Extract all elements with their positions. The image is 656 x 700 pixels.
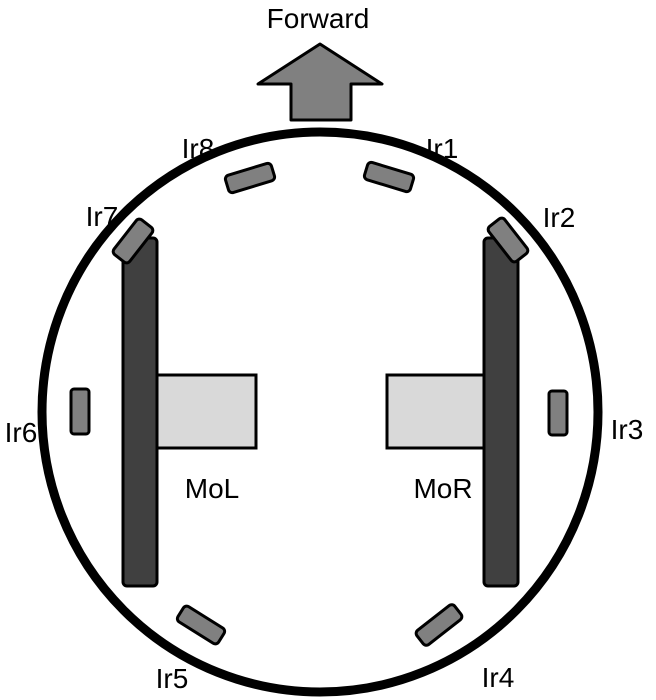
sensor-ir3 — [547, 389, 569, 437]
left-motor-label: MoL — [185, 473, 239, 504]
sensor-ir8 — [223, 161, 277, 195]
sensor-ir2 — [486, 216, 530, 264]
forward-label: Forward — [267, 3, 370, 34]
sensor-ir1 — [362, 160, 416, 194]
label-ir6: Ir6 — [5, 417, 38, 448]
right-motor — [385, 373, 486, 450]
sensor-ir7 — [111, 217, 155, 265]
left-motor — [155, 373, 258, 450]
label-ir8: Ir8 — [182, 133, 215, 164]
sensor-ir6 — [69, 387, 91, 436]
label-ir1: Ir1 — [426, 133, 459, 164]
left-wheel — [121, 236, 159, 588]
robot-body — [37, 127, 603, 697]
label-ir3: Ir3 — [611, 414, 644, 445]
sensor-ir4 — [414, 603, 464, 647]
label-ir5: Ir5 — [156, 663, 189, 694]
right-wheel — [482, 236, 520, 588]
sensor-ir5 — [175, 604, 227, 646]
label-ir4: Ir4 — [482, 662, 515, 693]
right-motor-label: MoR — [413, 473, 472, 504]
forward-arrow-icon — [256, 42, 384, 122]
label-ir2: Ir2 — [543, 202, 576, 233]
label-ir7: Ir7 — [86, 201, 119, 232]
